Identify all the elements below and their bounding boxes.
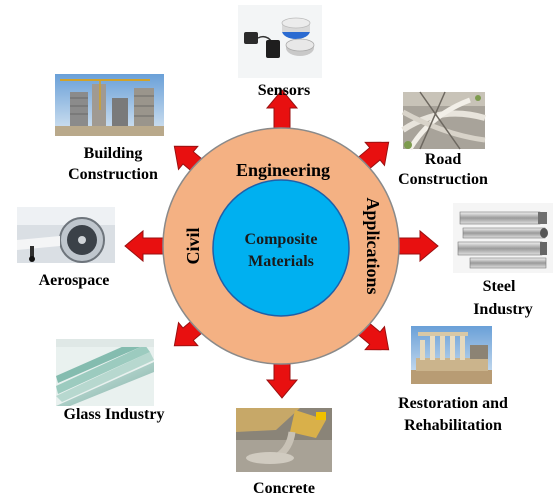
label-restoration-line-1: Restoration and (398, 395, 508, 412)
label-steel-line-1: Steel (483, 278, 516, 295)
steel-industry-image (453, 203, 553, 273)
arrow-steel (397, 229, 439, 263)
label-aerospace: Aerospace (39, 272, 110, 289)
restoration-image (411, 326, 492, 384)
label-restoration-line-2: Rehabilitation (404, 417, 502, 434)
inner-core (212, 179, 350, 317)
arrow-sensors (265, 89, 299, 131)
ring-label-applications: Applications (363, 197, 383, 294)
label-sensors: Sensors (258, 82, 310, 99)
arrow-aerospace (124, 229, 166, 263)
building-construction-image (55, 74, 164, 136)
label-road-line-2: Construction (398, 171, 488, 188)
label-road-line-1: Road (425, 151, 462, 168)
road-construction-image (401, 91, 486, 151)
ring-label-engineering: Engineering (236, 160, 330, 180)
glass-industry-image (56, 339, 154, 406)
aerospace-image (17, 207, 115, 263)
label-building-line-2: Construction (68, 166, 158, 183)
label-glass-industry: Glass Industry (64, 406, 165, 423)
label-concrete: Concrete (253, 480, 315, 497)
ring-label-civil: Civil (183, 227, 203, 264)
label-steel-line-2: Industry (473, 301, 533, 318)
center-line-2: Materials (248, 253, 314, 270)
label-building-line-1: Building (84, 145, 143, 162)
center-line-1: Composite (245, 231, 318, 248)
sensors-image (238, 5, 322, 78)
concrete-image (236, 408, 332, 472)
